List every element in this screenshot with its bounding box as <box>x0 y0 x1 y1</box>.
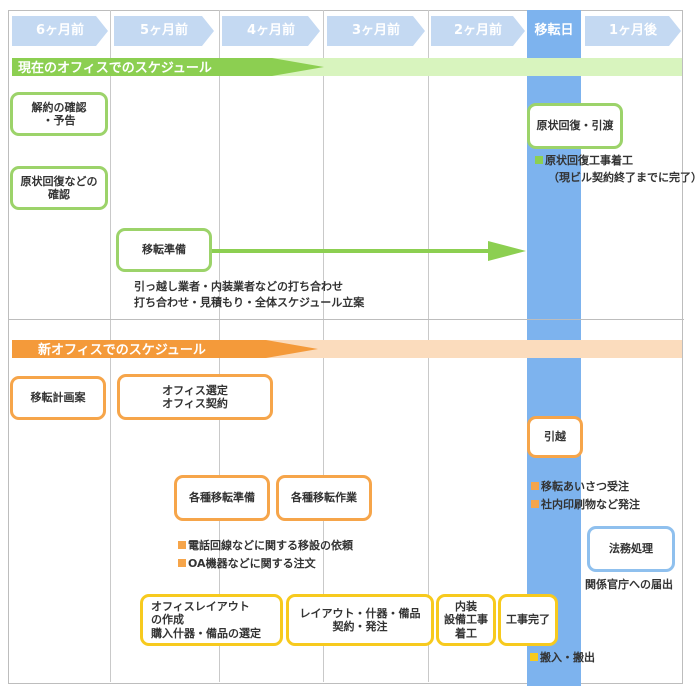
move-plan-box: 移転計画案 <box>10 376 106 420</box>
restoration-check-box: 原状回復などの 確認 <box>10 166 108 210</box>
work-complete-box: 工事完了 <box>498 594 558 646</box>
legal-procedures-box: 法務処理 <box>587 526 675 572</box>
timeline-header-5m: 5ヶ月前 <box>114 16 214 46</box>
printed-matter-note: 社内印刷物など発注 <box>531 496 640 512</box>
timeline-header-3m: 3ヶ月前 <box>327 16 425 46</box>
greeting-order-note: 移転あいさつ受注 <box>531 478 629 494</box>
timeline-label: 3ヶ月前 <box>351 23 401 38</box>
restoration-deadline-note: （現ビル契約終了までに完了） <box>548 171 700 184</box>
timeline-label: 4ヶ月前 <box>246 23 296 38</box>
current-office-band-label: 現在のオフィスでのスケジュール <box>18 61 212 76</box>
government-filing-note: 関係官庁への届出 <box>585 578 673 591</box>
timeline-header-2m: 2ヶ月前 <box>431 16 525 46</box>
transfer-prep-box: 各種移転準備 <box>174 475 270 521</box>
oa-equipment-label: OA機器などに関する注文 <box>188 557 316 570</box>
office-layout-label: オフィスレイアウト の作成 購入什器・備品の選定 <box>151 600 261 640</box>
timeline-header-moving-day: 移転日 <box>527 16 581 46</box>
timeline-label: 2ヶ月前 <box>453 23 503 38</box>
section-divider <box>8 319 684 320</box>
restoration-start-label: 原状回復工事着工 <box>545 154 633 167</box>
current-office-band-arrow <box>12 58 324 76</box>
moving-day-box: 引越 <box>527 416 583 458</box>
layout-fixtures-box: レイアウト・什器・備品 契約・発注 <box>286 594 434 646</box>
phone-line-note: 電話回線などに関する移設の依頼 <box>178 537 353 553</box>
phone-line-label: 電話回線などに関する移設の依頼 <box>188 539 353 552</box>
cancel-notice-box: 解約の確認 ・予告 <box>10 92 108 136</box>
diagram-frame <box>8 10 683 684</box>
timeline-label: 移転日 <box>534 23 574 38</box>
move-prep-box: 移転準備 <box>116 228 212 272</box>
restoration-start-note: 原状回復工事着工 <box>535 152 633 168</box>
new-office-band-label: 新オフィスでのスケジュール <box>38 343 206 358</box>
printed-matter-label: 社内印刷物など発注 <box>541 498 640 511</box>
orange-bullet-icon <box>178 559 186 567</box>
timeline-label: 5ヶ月前 <box>139 23 189 38</box>
timeline-header-6m: 6ヶ月前 <box>12 16 108 46</box>
new-office-band-arrow <box>12 340 318 358</box>
orange-bullet-icon <box>531 482 539 490</box>
move-prep-note-2: 打ち合わせ・見積もり・全体スケジュール立案 <box>134 296 365 309</box>
oa-equipment-note: OA機器などに関する注文 <box>178 555 316 571</box>
office-selection-box: オフィス選定 オフィス契約 <box>117 374 273 420</box>
move-prep-note-1: 引っ越し業者・内装業者などの打ち合わせ <box>134 280 343 293</box>
greeting-order-label: 移転あいさつ受注 <box>541 480 629 493</box>
move-in-out-label: 搬入・搬出 <box>540 651 595 664</box>
orange-bullet-icon <box>178 541 186 549</box>
move-prep-arrow <box>212 241 526 261</box>
orange-bullet-icon <box>531 500 539 508</box>
timeline-header-4m: 4ヶ月前 <box>222 16 320 46</box>
restore-handover-box: 原状回復・引渡 <box>527 103 623 149</box>
timeline-header-1m-after: 1ヶ月後 <box>585 16 681 46</box>
green-bullet-icon <box>535 156 543 164</box>
timeline-label: 1ヶ月後 <box>608 23 658 38</box>
move-in-out-note: 搬入・搬出 <box>530 649 595 665</box>
office-layout-box: オフィスレイアウト の作成 購入什器・備品の選定 <box>140 594 283 646</box>
interior-work-box: 内装 設備工事 着工 <box>436 594 496 646</box>
transfer-work-box: 各種移転作業 <box>276 475 372 521</box>
timeline-label: 6ヶ月前 <box>35 23 85 38</box>
yellow-bullet-icon <box>530 653 538 661</box>
